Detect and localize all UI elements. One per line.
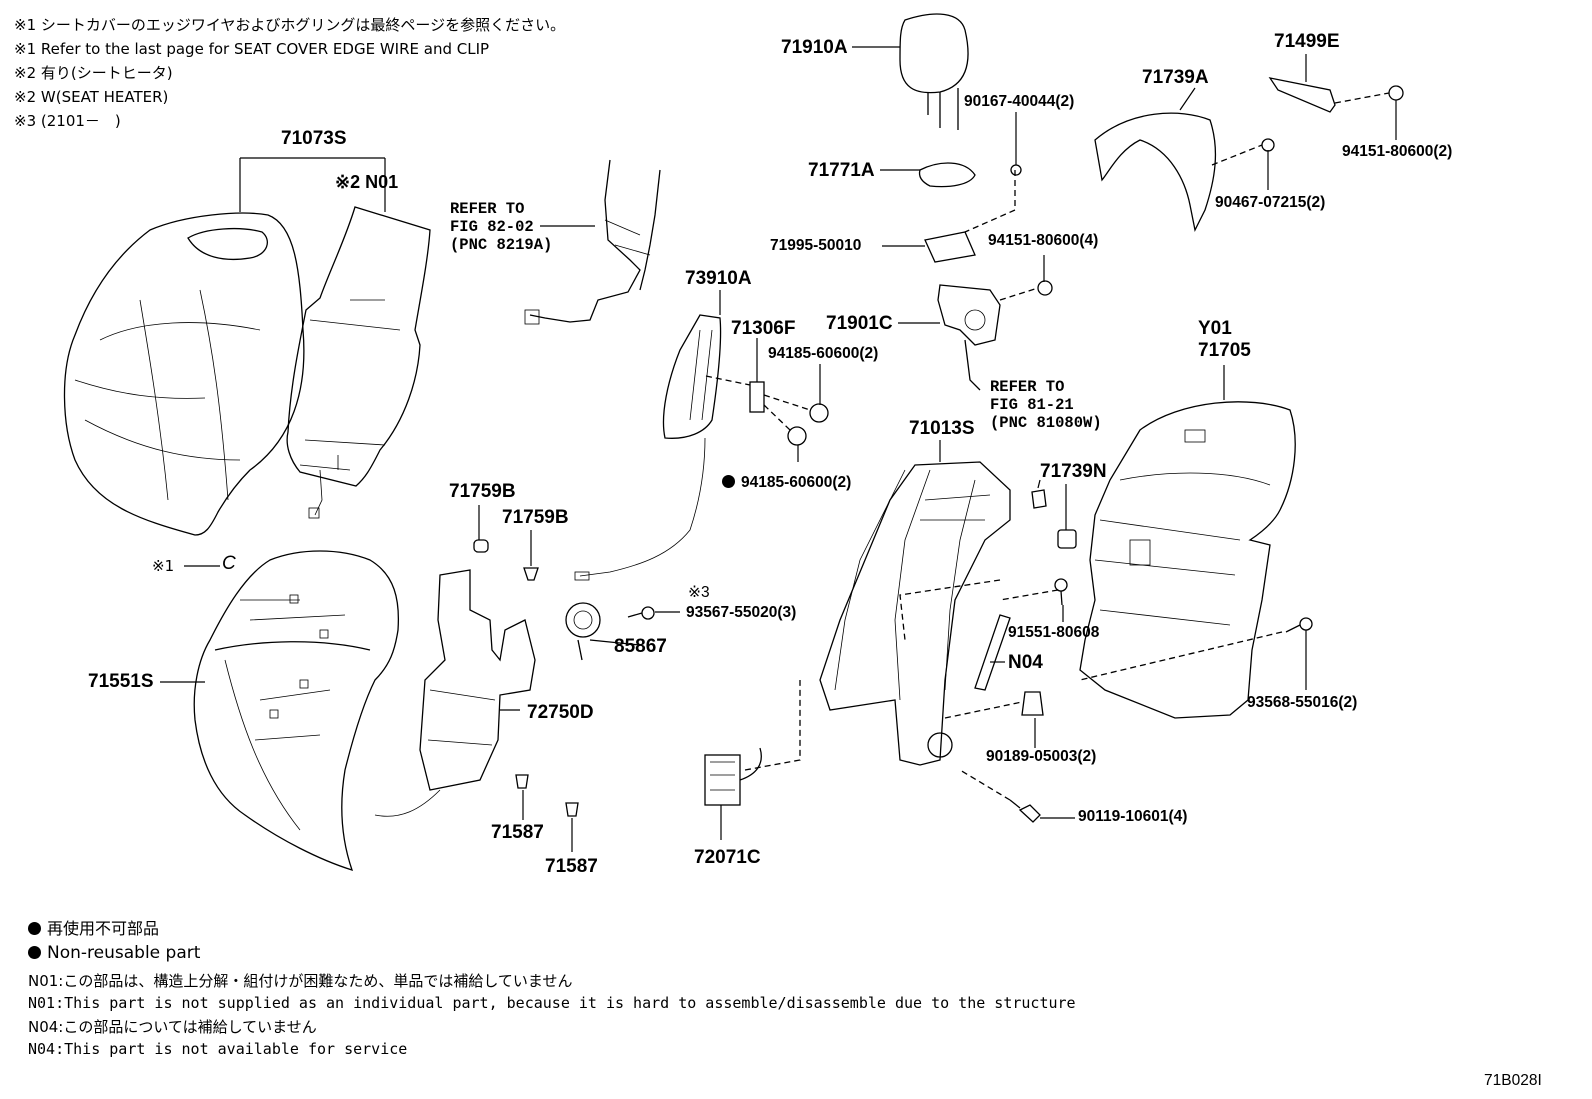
callout-1: ※1	[152, 557, 175, 575]
nut-drawing	[787, 426, 807, 446]
part-label-71739N[interactable]: 71739N	[1040, 461, 1107, 482]
speaker-drawing	[565, 602, 601, 661]
seat-heater-drawing	[286, 206, 431, 519]
seat-frame-drawing	[819, 461, 1011, 766]
part-label-71587-2[interactable]: 71587	[545, 856, 598, 877]
part-label-85867[interactable]: 85867	[614, 636, 667, 657]
clip-drawing	[565, 802, 579, 817]
non-reusable-dot-icon	[722, 475, 735, 488]
non-reusable-dot-icon	[28, 946, 41, 959]
part-label-90167-40044[interactable]: 90167-40044(2)	[964, 93, 1075, 110]
note-n01-jp: N01:この部品は、構造上分解・組付けが困難なため、単品では補給していません	[28, 972, 573, 990]
part-label-71901C[interactable]: 71901C	[826, 313, 893, 334]
refer-fig-82-02[interactable]: REFER TO FIG 82-02 (PNC 8219A)	[450, 200, 553, 254]
part-label-72750D[interactable]: 72750D	[527, 702, 594, 723]
part-label-71759B-1[interactable]: 71759B	[449, 481, 516, 502]
part-label-71306F[interactable]: 71306F	[731, 318, 796, 339]
refer-fig-81-21[interactable]: REFER TO FIG 81-21 (PNC 81080W)	[990, 378, 1102, 432]
seat-back-cover-drawing	[63, 212, 305, 536]
part-label-71587-1[interactable]: 71587	[491, 822, 544, 843]
note-line-5: ※3 (2101－ )	[14, 112, 121, 130]
airbag-module-drawing	[574, 314, 722, 581]
part-label-71771A[interactable]: 71771A	[808, 160, 875, 181]
motor-drawing	[704, 747, 762, 806]
part-label-73910A[interactable]: 73910A	[685, 268, 752, 289]
headrest-button-drawing	[918, 162, 976, 188]
side-cover-drawing	[1094, 112, 1217, 232]
headrest-guide-drawing	[937, 284, 1001, 391]
note-line-1: ※1 シートカバーのエッジワイヤおよびホグリングは最終ページを参照ください。	[14, 16, 566, 34]
part-label-94151-80600-4[interactable]: 94151-80600(4)	[988, 232, 1099, 249]
wire-harness-drawing	[524, 159, 661, 325]
part-label-94185-60600-2[interactable]: 94185-60600(2)	[722, 474, 851, 492]
part-label-71910A[interactable]: 71910A	[781, 37, 848, 58]
rod-drawing	[974, 614, 1011, 691]
part-label-90467-07215[interactable]: 90467-07215(2)	[1215, 194, 1326, 211]
legend-text: Non-reusable part	[47, 943, 201, 963]
part-label-71705[interactable]: 71705	[1198, 340, 1251, 361]
nut-drawing	[1388, 85, 1404, 101]
part-label-71499E[interactable]: 71499E	[1274, 31, 1340, 52]
part-label-71073S[interactable]: 71073S	[281, 128, 347, 149]
part-label-94185-60600-1[interactable]: 94185-60600(2)	[768, 345, 879, 362]
part-label-93568-55016[interactable]: 93568-55016(2)	[1247, 694, 1358, 711]
leader-lines	[160, 46, 1397, 852]
seat-back-pad-drawing	[193, 550, 400, 872]
figure-code: 71B028I	[1484, 1072, 1542, 1089]
part-label-71551S[interactable]: 71551S	[88, 671, 154, 692]
part-label-91551-80608[interactable]: 91551-80608	[1008, 624, 1100, 641]
screw-drawing	[1054, 578, 1068, 606]
bracket-drawing	[1268, 77, 1336, 113]
nut-drawing	[809, 403, 829, 423]
back-board-drawing	[1079, 401, 1296, 719]
screw-drawing	[1285, 617, 1313, 633]
part-label-71739A[interactable]: 71739A	[1142, 67, 1209, 88]
bolt-drawing	[1009, 799, 1041, 823]
callout-3: ※3	[688, 584, 710, 601]
nut-drawing	[1261, 138, 1275, 152]
part-label-94151-80600-2[interactable]: 94151-80600(2)	[1342, 143, 1453, 160]
note-n04-jp: N04:この部品については補給していません	[28, 1018, 317, 1036]
cap-drawing	[1031, 489, 1047, 509]
part-label-N04[interactable]: N04	[1008, 652, 1043, 673]
part-label-Y01[interactable]: Y01	[1198, 318, 1232, 339]
cap-nut-drawing	[1021, 691, 1044, 716]
note-line-3: ※2 有り(シートヒータ)	[14, 64, 173, 82]
legend-nonreusable-en: Non-reusable part	[28, 944, 200, 962]
part-label-71995-50010[interactable]: 71995-50010	[770, 237, 862, 254]
headrest-drawing	[899, 13, 969, 130]
clip-drawing	[1057, 529, 1077, 549]
part-label-71759B-2[interactable]: 71759B	[502, 507, 569, 528]
part-label-N01[interactable]: ※2 N01	[335, 172, 399, 192]
part-label-71013S[interactable]: 71013S	[909, 418, 975, 439]
clip-symbol-C[interactable]: C	[222, 553, 236, 574]
note-line-2: ※1 Refer to the last page for SEAT COVER…	[14, 40, 490, 58]
part-number-text: 94185-60600(2)	[741, 474, 852, 491]
part-label-90119-10601[interactable]: 90119-10601(4)	[1078, 808, 1188, 825]
screw-drawing	[627, 606, 655, 620]
clip-drawing	[473, 539, 489, 553]
note-line-4: ※2 W(SEAT HEATER)	[14, 88, 169, 106]
non-reusable-dot-icon	[28, 922, 41, 935]
trim-panel-drawing	[374, 569, 536, 817]
clip-drawing	[515, 774, 529, 789]
clip-drawing	[523, 567, 539, 581]
bracket-drawing	[749, 381, 765, 413]
legend-text: 再使用不可部品	[47, 919, 160, 938]
legend-nonreusable-jp: 再使用不可部品	[28, 920, 159, 938]
part-label-90189-05003[interactable]: 90189-05003(2)	[986, 748, 1097, 765]
nut-drawing	[1037, 280, 1053, 296]
part-label-72071C[interactable]: 72071C	[694, 847, 761, 868]
note-n01-en: N01:This part is not supplied as an indi…	[28, 994, 1076, 1012]
part-label-93567-55020[interactable]: 93567-55020(3)	[686, 604, 797, 621]
note-n04-en: N04:This part is not available for servi…	[28, 1040, 408, 1058]
